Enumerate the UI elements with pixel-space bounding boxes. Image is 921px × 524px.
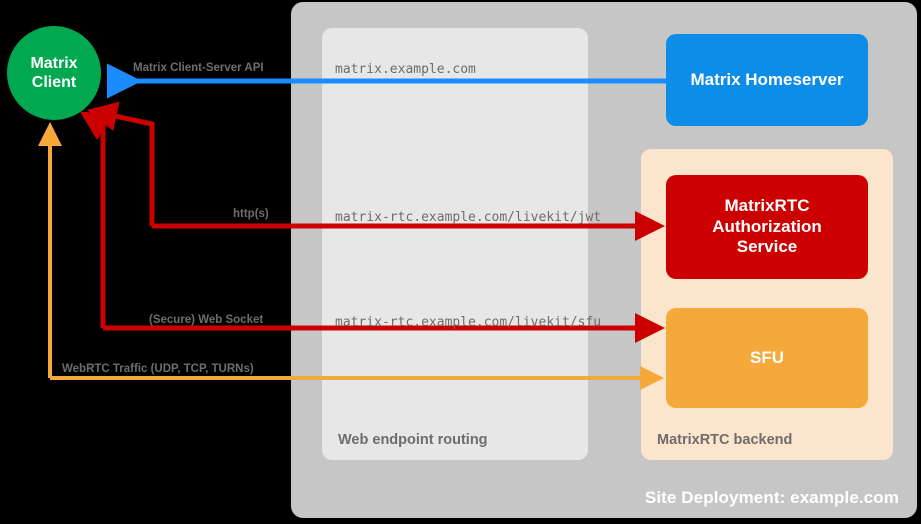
site-deployment-label: Site Deployment: example.com — [644, 488, 899, 507]
endpoint-livekit-jwt: matrix-rtc.example.com/livekit/jwt — [335, 210, 602, 225]
matrix-homeserver-box[interactable]: Matrix Homeserver — [666, 34, 868, 126]
label-matrix-client-server-api: Matrix Client-Server API — [133, 62, 264, 74]
label-secure-web-socket: (Secure) Web Socket — [149, 314, 264, 326]
endpoint-livekit-sfu: matrix-rtc.example.com/livekit/sfu — [335, 315, 602, 330]
endpoint-matrix-example-com: matrix.example.com — [335, 62, 476, 77]
web-endpoint-routing-label: Web endpoint routing — [338, 432, 488, 448]
matrixrtc-backend-label: MatrixRTC backend — [657, 432, 793, 448]
sfu-label: SFU — [750, 347, 784, 367]
label-https: http(s) — [233, 208, 269, 220]
web-endpoint-routing-panel: Web endpoint routing — [322, 28, 588, 460]
sfu-box[interactable]: SFU — [666, 308, 868, 408]
label-webrtc-traffic: WebRTC Traffic (UDP, TCP, TURNs) — [62, 363, 254, 375]
matrix-homeserver-label: Matrix Homeserver — [690, 69, 844, 89]
